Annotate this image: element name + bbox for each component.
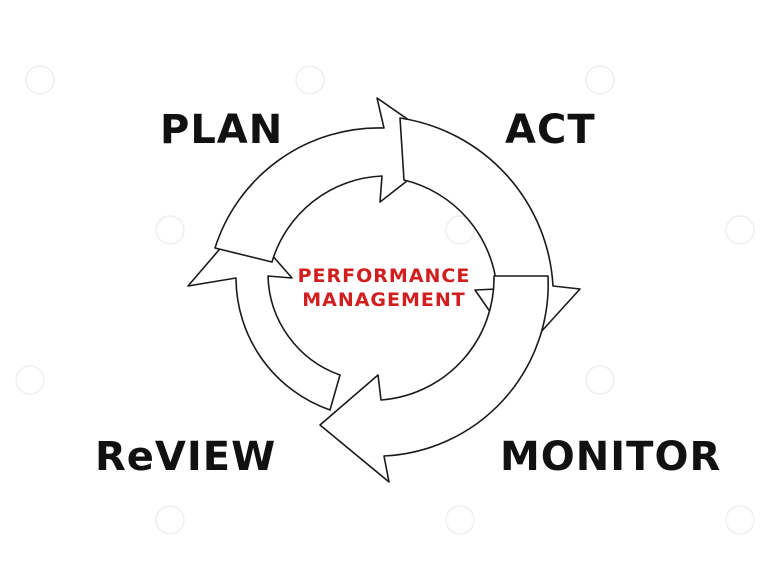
arrow-monitor-to-review: [319, 275, 549, 483]
stage-label-review: ReVIEW: [95, 434, 276, 480]
stage-label-monitor: MONITOR: [500, 434, 721, 480]
center-title-line-2: MANAGEMENT: [302, 289, 466, 311]
stage-label-plan: PLAN: [160, 107, 283, 153]
arrow-review-to-plan: [187, 221, 341, 411]
cycle-arrows: [187, 97, 581, 483]
arrow-plan-to-act: [214, 97, 450, 263]
center-title-line-1: PERFORMANCE: [298, 265, 471, 287]
stage-label-act: ACT: [505, 107, 596, 153]
watermark-pattern: [15, 65, 755, 535]
